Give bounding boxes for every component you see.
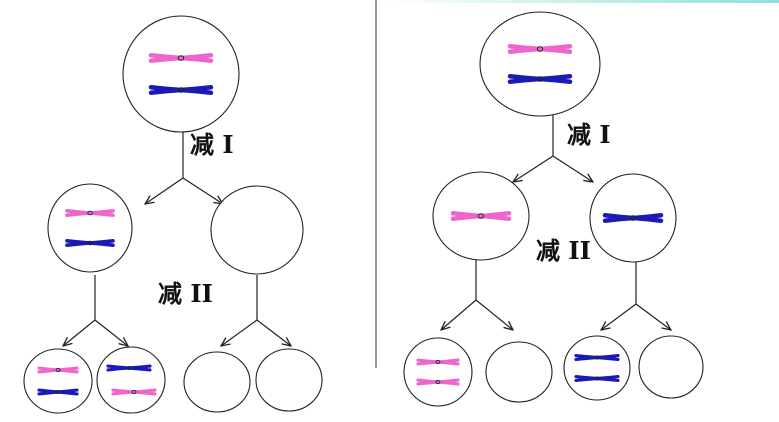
cell-membrane (122, 15, 240, 133)
centromere (87, 210, 93, 216)
chromatid (507, 76, 573, 84)
cell-layer (23, 11, 704, 414)
cell-membrane (23, 348, 93, 414)
meiosis-two-label-right: 减 II (536, 236, 591, 265)
chromatid (148, 55, 214, 63)
centromere (594, 376, 600, 381)
cell-membrane (183, 351, 251, 413)
centromere (536, 76, 544, 82)
chromatid (65, 241, 115, 247)
cell-membrane (485, 341, 553, 403)
pink-chromosome (416, 378, 460, 386)
centromere (55, 367, 61, 373)
blue-chromosome (148, 85, 214, 95)
meiosis-two-arrow (441, 299, 477, 330)
meiosis-two-arrow (256, 319, 291, 346)
cell-membrane (563, 335, 631, 401)
chromatid (602, 215, 664, 223)
meiosis-two-label-left: 减 II (158, 279, 213, 308)
meiosis-two-arrow (601, 303, 637, 330)
pink-chromosome (450, 211, 512, 221)
pink-chromosome (148, 53, 214, 63)
meiosis-one-label-right: 减 I (567, 120, 611, 149)
cell-membrane (479, 11, 601, 117)
meiosis-one-label-left: 减 I (190, 130, 234, 159)
daughter-cell (47, 183, 133, 273)
chromatid (574, 376, 620, 382)
meiosis-one-arrow-right (182, 177, 223, 204)
meiosis-one-arrow-left (513, 155, 554, 182)
pink-chromosome (507, 44, 573, 54)
chromatid (574, 355, 620, 361)
chromatid (148, 87, 214, 95)
centromere (536, 46, 544, 52)
centromere (131, 389, 137, 395)
meiosis-two-arrow (635, 303, 671, 330)
gamete-cell (638, 335, 704, 399)
cell-membrane (255, 348, 323, 412)
blue-chromosome (65, 239, 115, 247)
meiosis-two-arrow (475, 299, 513, 330)
top-accent-bar (380, 0, 779, 3)
centromere (177, 87, 185, 93)
gamete-cell (255, 348, 323, 412)
daughter-cell (589, 173, 677, 263)
meiosis-one-arrow-left (145, 177, 184, 204)
gamete-cell (183, 351, 251, 413)
blue-chromosome (574, 375, 620, 382)
blue-chromosome (574, 354, 620, 361)
meiosis-two-arrow (221, 319, 258, 346)
centromere (87, 240, 93, 246)
chromatid (507, 46, 573, 54)
centromere (629, 215, 637, 221)
gamete-cell (403, 337, 473, 407)
centromere (177, 55, 185, 61)
meiosis-one-arrow-right (552, 155, 593, 182)
daughter-cell (432, 171, 530, 261)
cell-membrane (403, 337, 473, 407)
centromere (594, 355, 600, 360)
pink-chromosome (65, 209, 115, 217)
centromere (55, 389, 61, 395)
centromere (126, 365, 132, 371)
chromatid (37, 390, 79, 396)
centromere (477, 213, 485, 219)
pink-chromosome (37, 366, 79, 374)
parent-cell (122, 15, 240, 133)
gamete-cell (23, 348, 93, 414)
cell-membrane (638, 335, 704, 399)
gamete-cell (96, 346, 166, 414)
meiosis-two-arrow (63, 319, 96, 346)
chromatid (65, 211, 115, 217)
parent-cell (479, 11, 601, 117)
chromatid (450, 213, 512, 221)
blue-chromosome (602, 213, 664, 223)
blue-chromosome (106, 364, 152, 372)
cell-membrane (96, 346, 166, 414)
centromere (435, 379, 441, 385)
gamete-cell (485, 341, 553, 403)
chromatid (106, 366, 152, 372)
chromatid (37, 368, 79, 374)
blue-chromosome (37, 388, 79, 396)
cell-membrane (210, 185, 304, 275)
cell-membrane (47, 183, 133, 273)
chromatid (111, 390, 157, 396)
chromatid (416, 380, 460, 386)
blue-chromosome (507, 74, 573, 84)
pink-chromosome (111, 388, 157, 396)
daughter-cell (210, 185, 304, 275)
centromere (435, 359, 441, 365)
pink-chromosome (416, 358, 460, 366)
arrow-layer (63, 113, 671, 346)
meiosis-two-arrow (94, 319, 128, 346)
chromatid (416, 360, 460, 366)
gamete-cell (563, 335, 631, 401)
